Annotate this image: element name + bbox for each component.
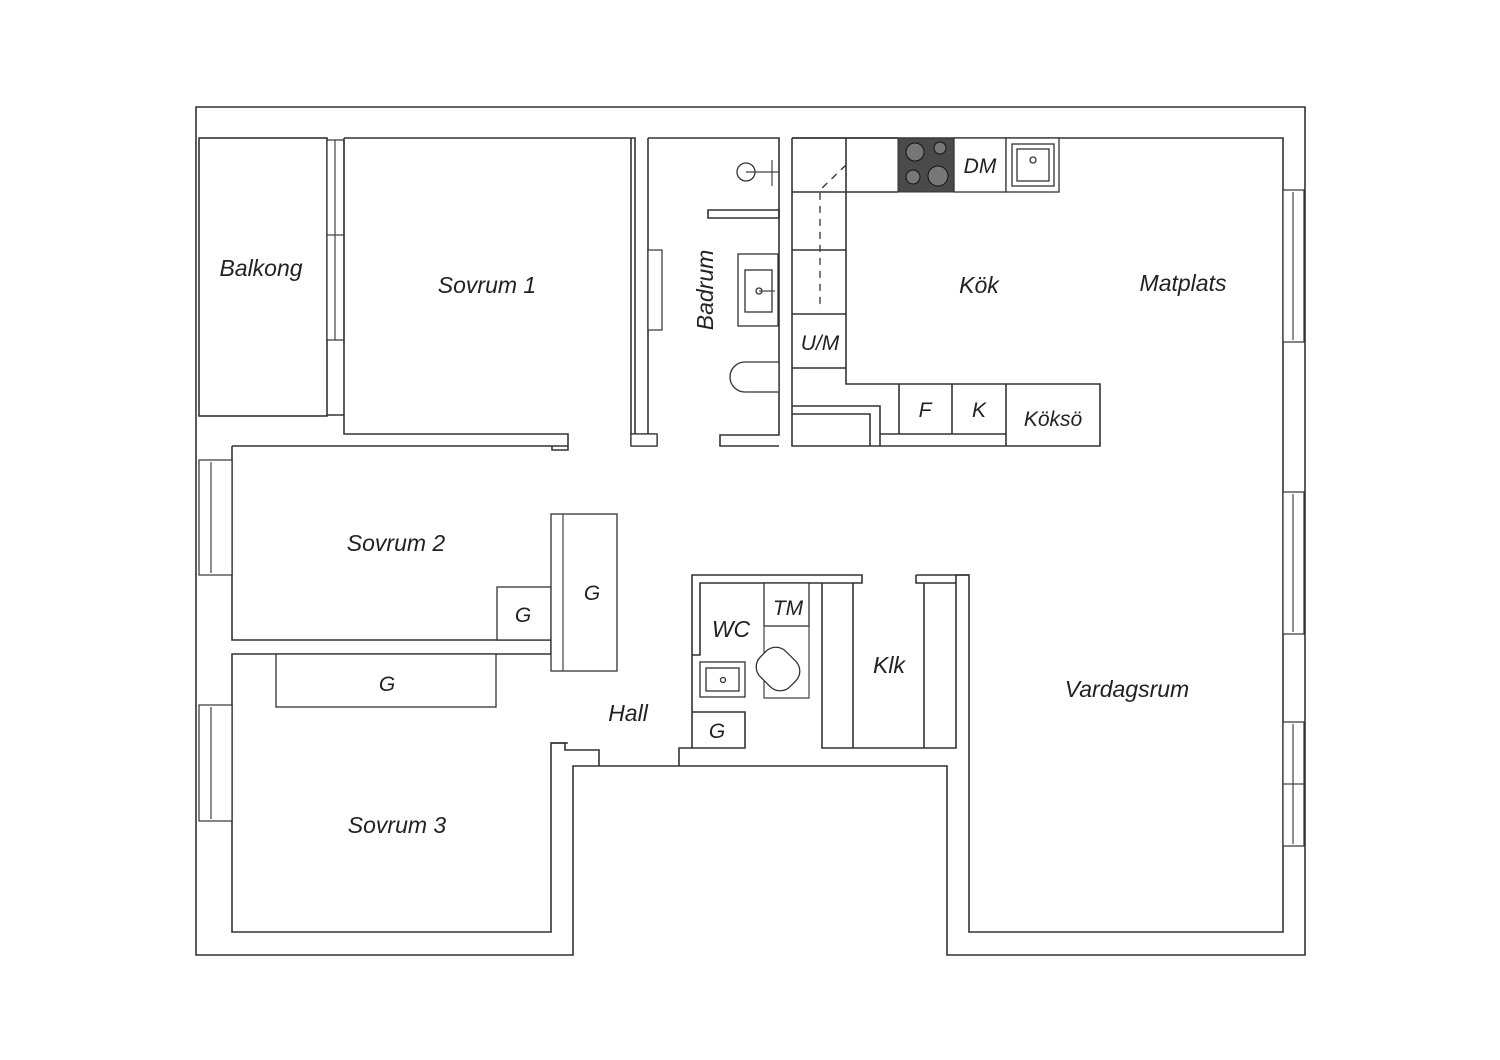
label-fridge: F [919, 399, 933, 422]
label-klk: Klk [873, 652, 906, 678]
closet-room-walls [821, 574, 969, 749]
bedroom-2-walls [231, 445, 568, 933]
label-dm: DM [964, 155, 997, 178]
label-matplats: Matplats [1140, 270, 1227, 296]
kitchen-living-walls [792, 137, 1284, 933]
dishwasher [953, 137, 1007, 193]
bedroom-1-walls [327, 137, 636, 451]
label-sovrum-3: Sovrum 3 [348, 812, 447, 838]
bathroom-window [647, 249, 663, 331]
label-closet-wc: G [709, 720, 725, 743]
label-sovrum-2: Sovrum 2 [347, 530, 446, 556]
label-closet-hall: G [584, 582, 600, 605]
label-balkong: Balkong [219, 255, 302, 281]
bedroom-2-window [198, 459, 233, 576]
bathroom-toilet [729, 361, 780, 393]
label-hall: Hall [608, 700, 649, 726]
label-kitchen-island: Köksö [1024, 408, 1083, 431]
hall-closet [550, 513, 618, 672]
label-freezer: K [972, 399, 987, 422]
wc-walls [691, 574, 863, 749]
label-badrum: Badrum [692, 250, 718, 331]
label-wc: WC [712, 616, 751, 642]
bedroom-2-closet-small [496, 586, 552, 641]
bedroom-3-window [198, 704, 233, 822]
wc-toilet [755, 646, 801, 692]
label-kok: Kök [959, 272, 1000, 298]
label-closet-bedroom-2: G [515, 604, 531, 627]
label-tm: TM [773, 597, 804, 620]
label-sovrum-1: Sovrum 1 [438, 272, 536, 298]
label-um: U/M [801, 332, 840, 355]
bedroom-3-closet [275, 653, 497, 708]
label-closet-bedroom-3: G [379, 673, 395, 696]
outer-wall [195, 106, 1306, 956]
label-vardagsrum: Vardagsrum [1065, 676, 1189, 702]
wc-towel-dryer [763, 582, 810, 627]
